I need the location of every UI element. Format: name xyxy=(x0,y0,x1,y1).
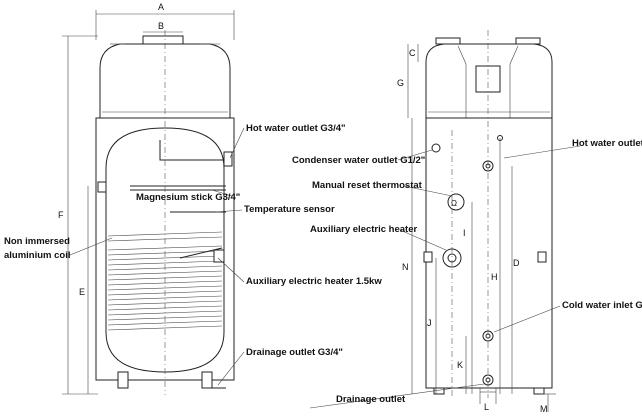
label-hot-water-outlet-left: Hot water outlet G3/4" xyxy=(246,123,346,134)
dim-L: L xyxy=(484,402,489,412)
label-aux-heater-left: Auxiliary electric heater 1.5kw xyxy=(246,276,382,287)
dim-H: H xyxy=(491,272,498,282)
label-manual-reset: Manual reset thermostat xyxy=(312,180,423,191)
dim-J: J xyxy=(427,318,432,328)
left-section-view: A B F E xyxy=(58,2,245,395)
label-condenser-outlet: Condenser water outlet G1/2" xyxy=(292,155,425,166)
label-drainage-outlet-left: Drainage outlet G3/4" xyxy=(246,347,343,358)
dim-N: N xyxy=(402,262,409,272)
dim-B: B xyxy=(158,21,164,31)
label-drainage-outlet-right: Drainage outlet xyxy=(336,394,406,405)
right-top-housing xyxy=(425,43,553,119)
label-cold-water-inlet: Cold water inlet G3/4" xyxy=(562,300,642,311)
dim-F: F xyxy=(58,210,64,220)
dim-G: G xyxy=(397,78,404,88)
label-temperature-sensor: Temperature sensor xyxy=(244,204,335,215)
label-magnesium-stick: Magnesium stick G3/4" xyxy=(136,192,240,203)
left-inner-vessel xyxy=(105,127,225,373)
right-exterior-view: Ω C G N D H I J K xyxy=(309,30,581,414)
label-hot-water-outlet-right: Hot water outlet xyxy=(572,138,642,149)
dim-A: A xyxy=(158,2,164,12)
label-non-immersed-coil-1: Non immersed xyxy=(4,236,70,247)
dim-M: M xyxy=(540,404,548,414)
dim-E: E xyxy=(79,287,85,297)
left-tank-body xyxy=(95,117,235,381)
svg-text:Ω: Ω xyxy=(451,199,457,208)
label-aux-heater-right: Auxiliary electric heater xyxy=(310,224,417,235)
left-top-fitting xyxy=(142,35,184,45)
label-non-immersed-coil-2: aluminium coil xyxy=(4,250,71,261)
dim-C: C xyxy=(409,48,416,58)
left-top-housing xyxy=(99,43,231,119)
dim-K: K xyxy=(457,360,463,370)
dim-D: D xyxy=(513,258,520,268)
dim-I: I xyxy=(463,228,466,238)
